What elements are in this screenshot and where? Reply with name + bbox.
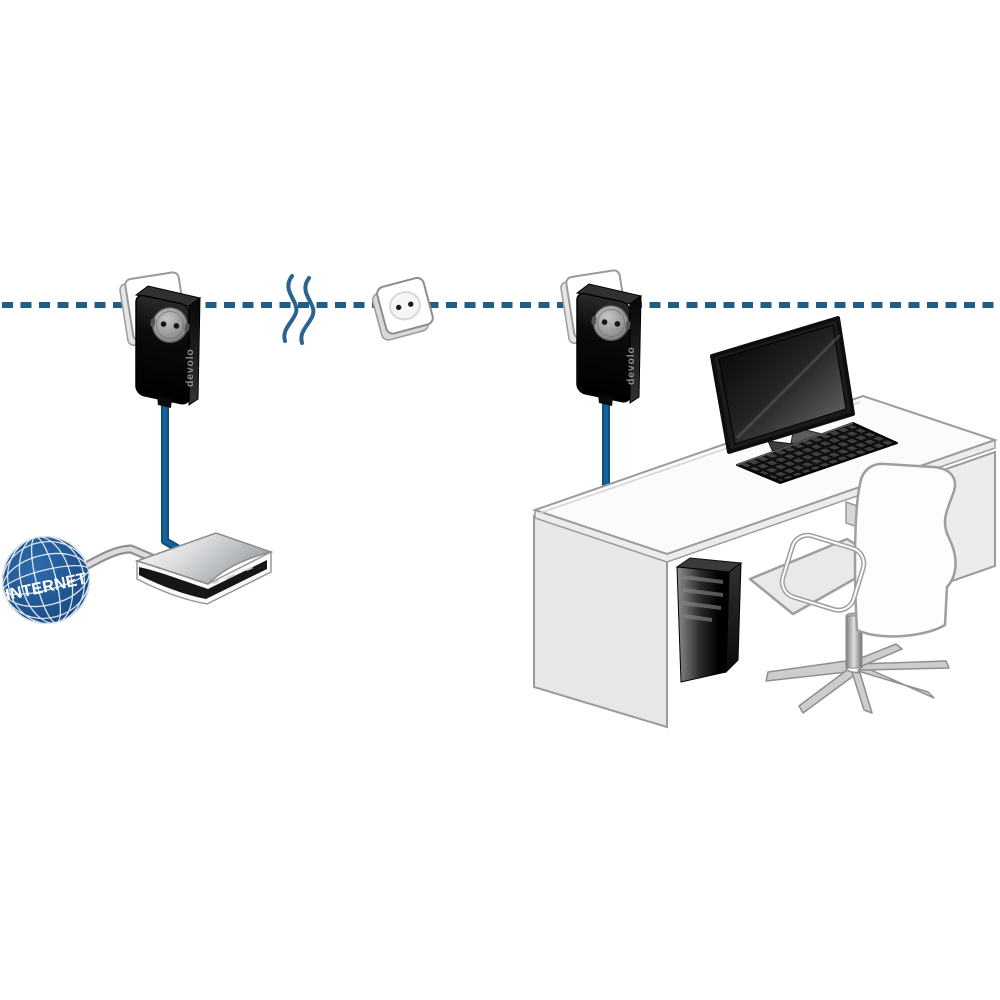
chair-armrest (779, 532, 867, 613)
keyboard (736, 422, 898, 484)
globe-grid (1, 535, 91, 625)
internet-cable (79, 544, 157, 572)
router-indicator-lights (212, 566, 254, 585)
powerline-adapter-right (558, 268, 642, 407)
monitor-screen (718, 324, 847, 445)
powerline-adapter-left (117, 270, 201, 409)
drive-bays (683, 575, 723, 622)
router (134, 532, 274, 605)
internet-globe: INTERNET (1, 535, 91, 625)
chair-backrest (853, 462, 957, 638)
ethernet-cable-left (161, 396, 188, 556)
monitor (710, 316, 855, 460)
office-chair (748, 462, 957, 714)
chair-base (765, 643, 950, 714)
wall-outlet (371, 276, 434, 341)
pc-tower (675, 557, 743, 683)
interference-waves-icon (282, 274, 316, 345)
